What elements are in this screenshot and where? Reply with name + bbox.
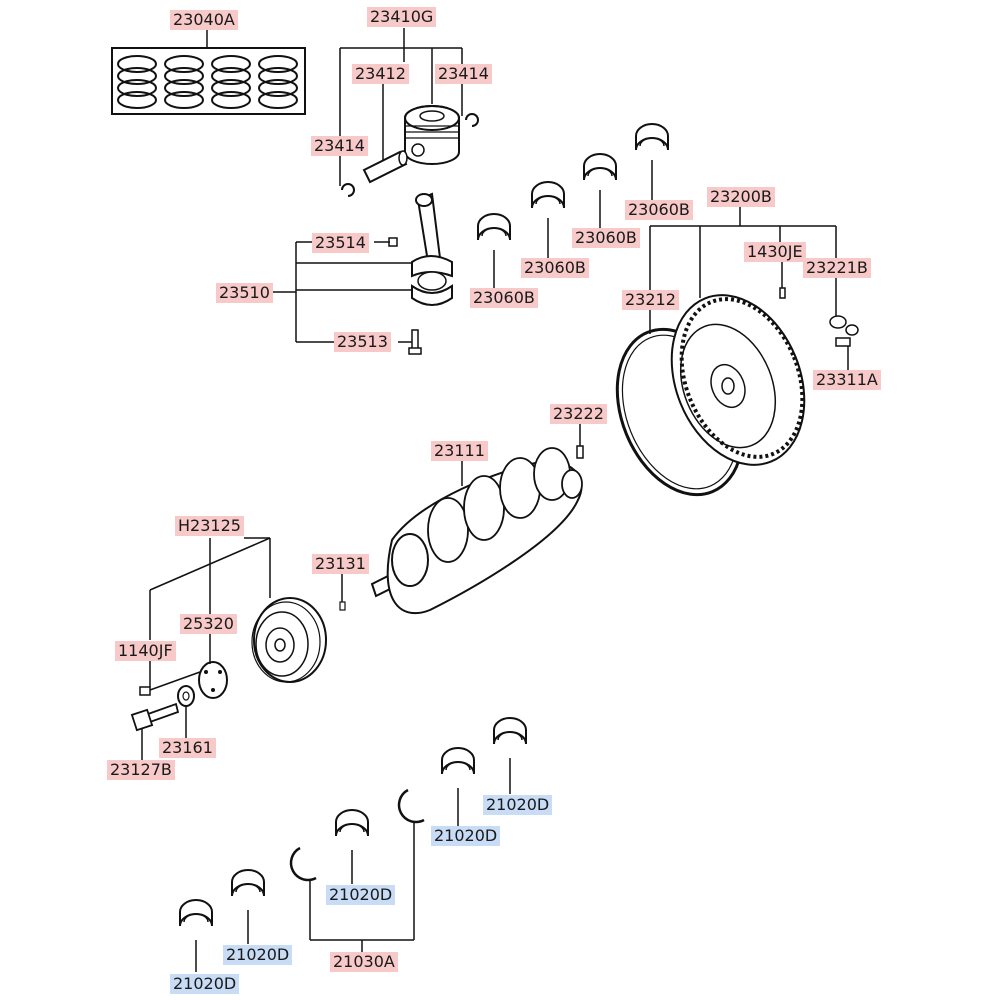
label-crank-key[interactable]: 23131	[312, 554, 369, 574]
piston-ring-set-drawing[interactable]	[111, 47, 306, 115]
conrod-nut-drawing[interactable]	[388, 237, 398, 247]
label-piston-pin[interactable]: 23412	[352, 64, 409, 84]
label-flywheel-washer[interactable]: 23311A	[813, 370, 881, 390]
conrod-drawing[interactable]	[411, 192, 453, 306]
main-bearing-2-drawing[interactable]	[231, 869, 265, 897]
label-pulley-assy[interactable]: H23125	[175, 516, 244, 536]
label-conrod-bearing-4[interactable]: 23060B	[625, 200, 693, 220]
label-crank-pin[interactable]: 23222	[550, 404, 607, 424]
label-snap-ring-right[interactable]: 23414	[435, 64, 492, 84]
pulley-bolt-small-drawing[interactable]	[139, 686, 151, 696]
piston-drawing[interactable]	[404, 105, 460, 165]
label-main-bearing-3[interactable]: 21020D	[326, 885, 396, 905]
label-pulley-bolt-small[interactable]: 1140JF	[115, 641, 176, 661]
pulley-bolt-drawing[interactable]	[130, 702, 180, 732]
label-piston-pin-set[interactable]: 23410G	[367, 7, 437, 27]
label-conrod-nut[interactable]: 23514	[312, 233, 369, 253]
label-damper-plate[interactable]: 25320	[180, 614, 237, 634]
snap-ring-left-drawing[interactable]	[341, 183, 355, 197]
crank-pin-drawing[interactable]	[576, 445, 584, 459]
label-flywheel-bolt[interactable]: 23221B	[803, 258, 871, 278]
snap-ring-right-drawing[interactable]	[465, 113, 479, 127]
label-crankshaft[interactable]: 23111	[431, 441, 488, 461]
label-main-bearing-4[interactable]: 21020D	[431, 826, 501, 846]
label-conrod-bearing-3[interactable]: 23060B	[572, 228, 640, 248]
crankshaft-drawing[interactable]	[370, 447, 583, 615]
label-piston-ring-set[interactable]: 23040A	[170, 10, 238, 30]
crank-key-drawing[interactable]	[339, 601, 346, 611]
label-conrod-bolt[interactable]: 23513	[334, 332, 391, 352]
conrod-bearing-2-drawing[interactable]	[531, 181, 565, 209]
pulley-drawing[interactable]	[251, 597, 327, 683]
main-bearing-5-drawing[interactable]	[493, 717, 527, 745]
label-pulley-washer[interactable]: 23161	[159, 738, 216, 758]
pulley-washer-drawing[interactable]	[177, 685, 195, 707]
label-main-bearing-2[interactable]: 21020D	[223, 945, 293, 965]
label-conrod-bearing-2[interactable]: 23060B	[521, 258, 589, 278]
label-thrust-washer[interactable]: 21030A	[330, 952, 398, 972]
label-snap-ring-left[interactable]: 23414	[311, 136, 368, 156]
flywheel-bolt-drawing[interactable]	[829, 315, 859, 336]
label-ring-gear[interactable]: 23212	[622, 290, 679, 310]
main-bearing-3-drawing[interactable]	[335, 809, 369, 837]
piston-pin-drawing[interactable]	[362, 150, 408, 184]
conrod-bearing-4-drawing[interactable]	[635, 123, 669, 151]
label-flywheel-pin[interactable]: 1430JE	[744, 242, 806, 262]
label-main-bearing-5[interactable]: 21020D	[483, 795, 553, 815]
conrod-bolt-drawing[interactable]	[408, 329, 422, 355]
main-bearing-4-drawing[interactable]	[441, 747, 475, 775]
label-flywheel-assy[interactable]: 23200B	[707, 187, 775, 207]
flywheel-washer-drawing[interactable]	[835, 337, 851, 347]
main-bearing-1-drawing[interactable]	[179, 899, 213, 927]
label-conrod-assy[interactable]: 23510	[216, 283, 273, 303]
damper-plate-drawing[interactable]	[198, 661, 228, 699]
label-pulley-bolt[interactable]: 23127B	[107, 760, 175, 780]
conrod-bearing-1-drawing[interactable]	[477, 213, 511, 241]
thrust-washer-drawing[interactable]	[289, 788, 425, 882]
flywheel-drawing[interactable]	[648, 275, 829, 485]
label-conrod-bearing-1[interactable]: 23060B	[470, 288, 538, 308]
flywheel-pin-drawing[interactable]	[779, 287, 786, 299]
conrod-bearing-3-drawing[interactable]	[583, 153, 617, 181]
label-main-bearing-1[interactable]: 21020D	[170, 974, 240, 994]
